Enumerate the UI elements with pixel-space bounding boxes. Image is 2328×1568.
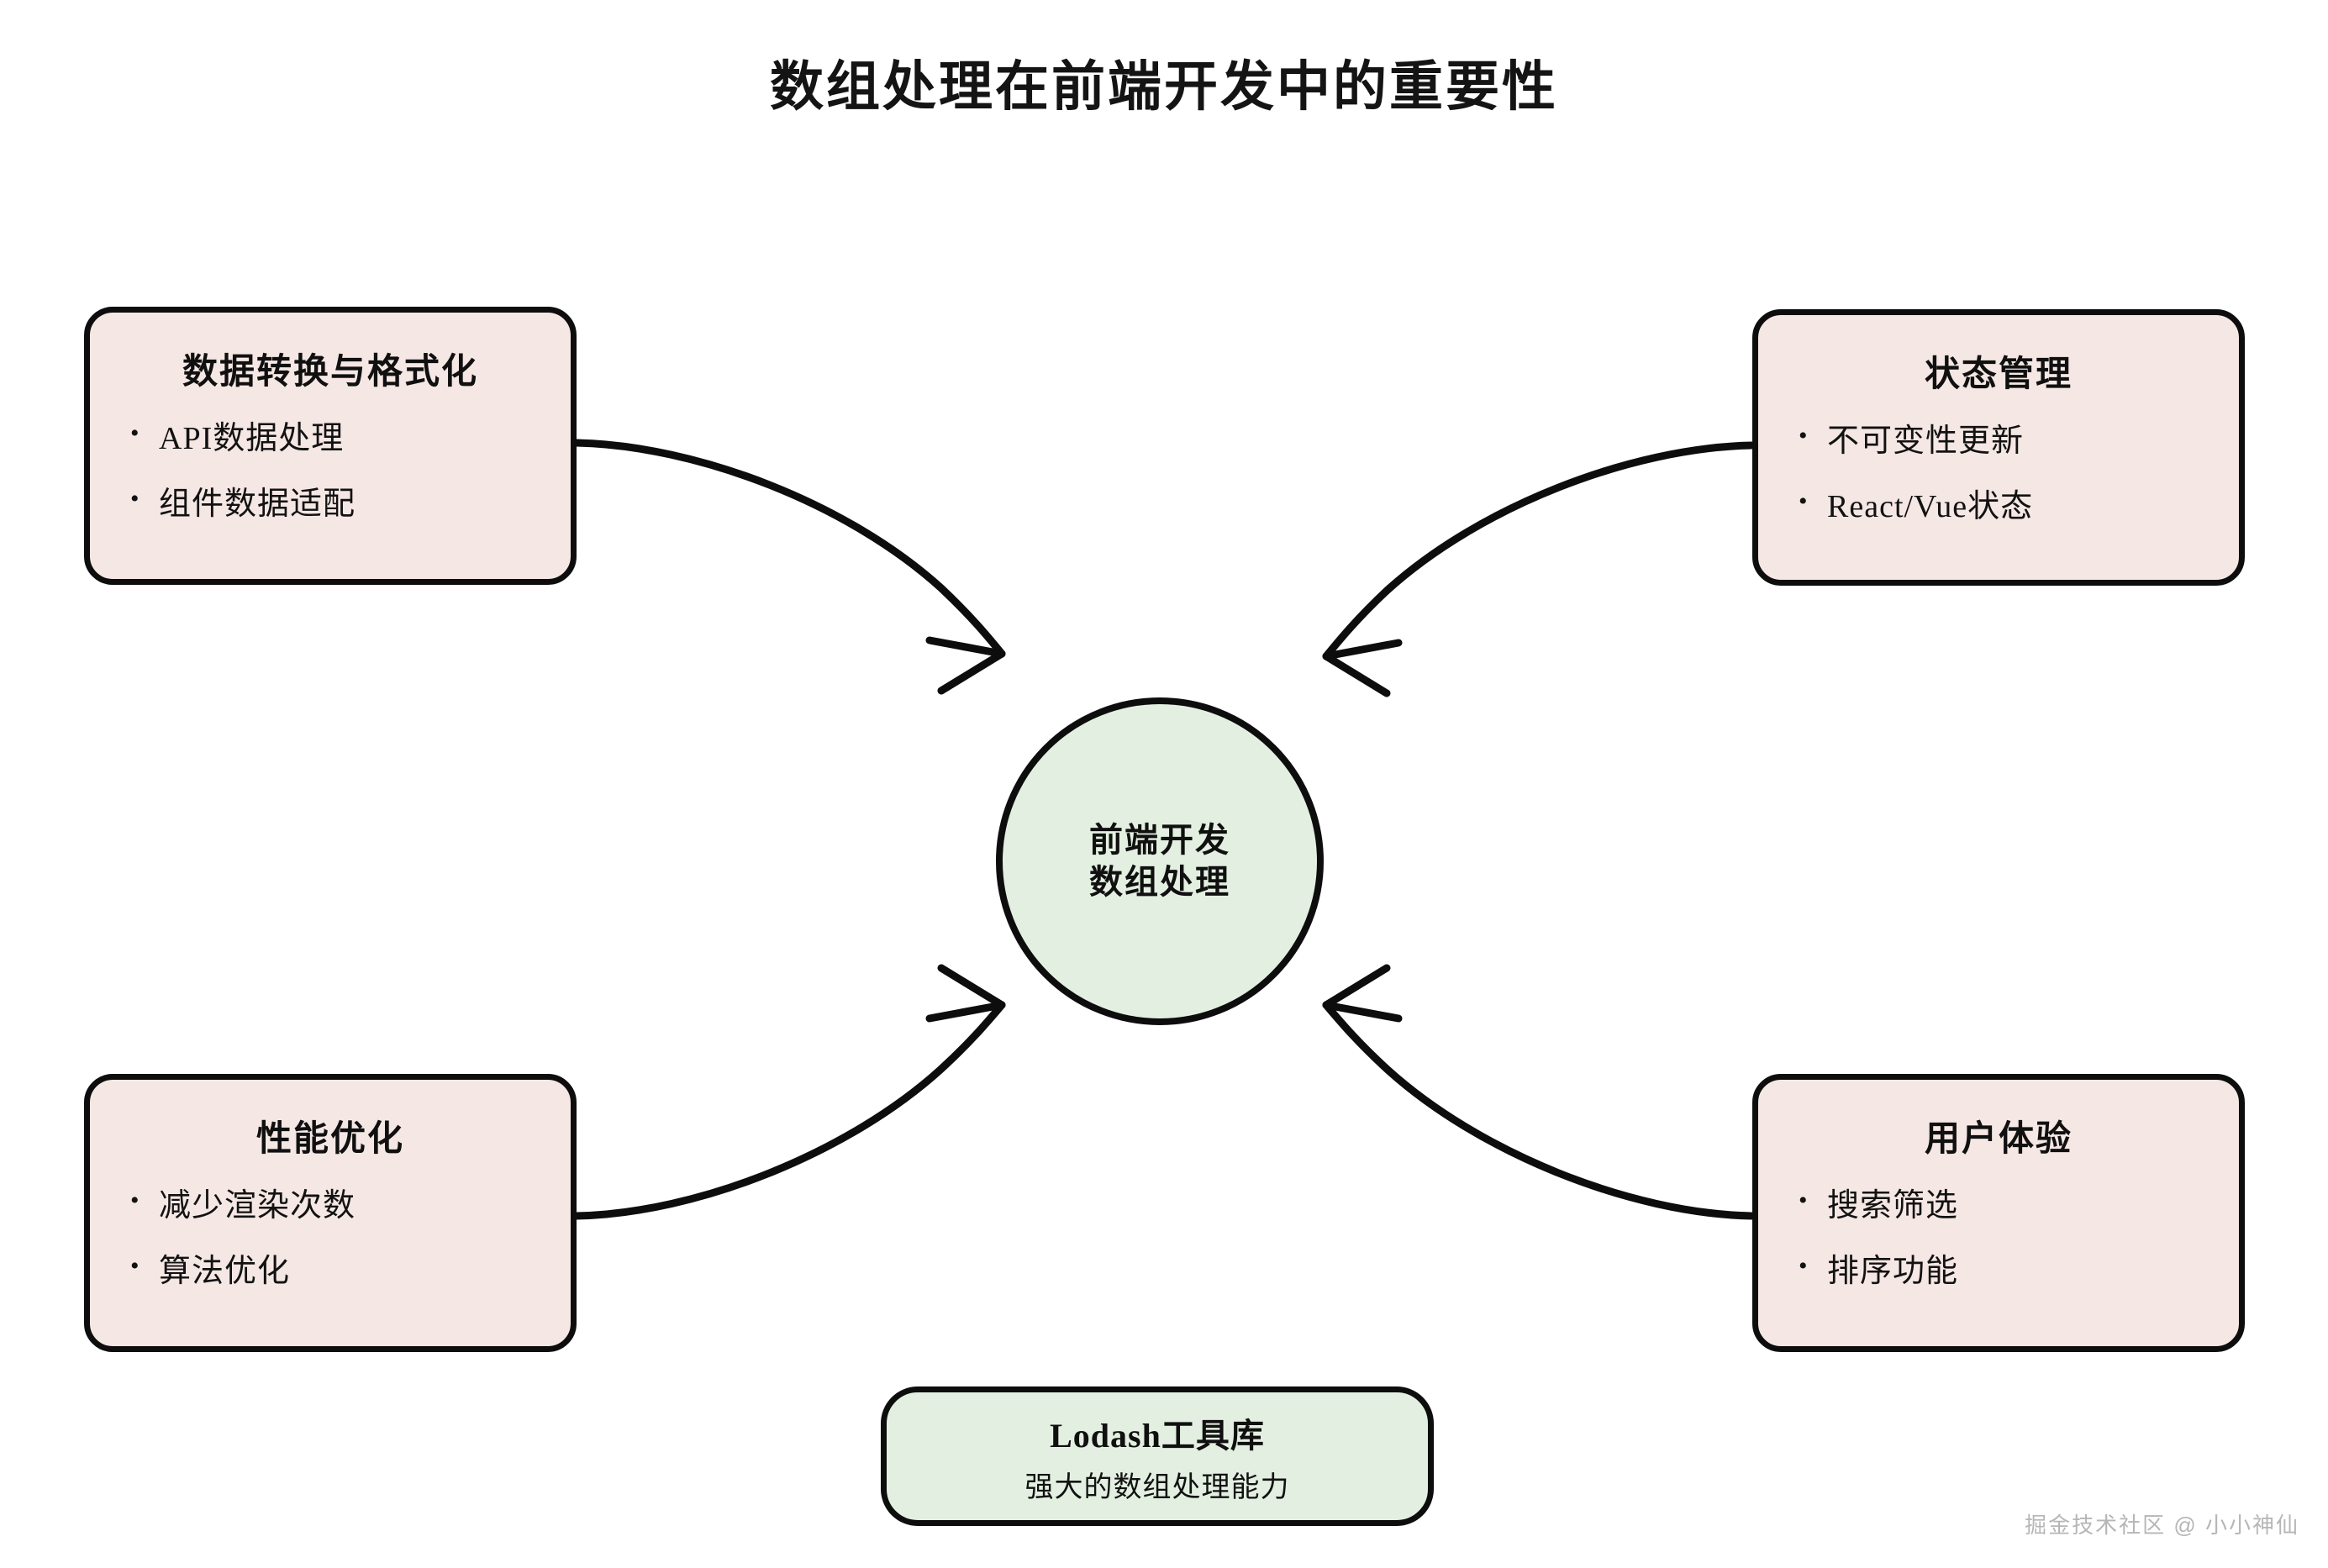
list-item: 组件数据适配: [130, 487, 571, 520]
node-user-experience-items: 搜索筛选 排序功能: [1758, 1188, 2239, 1287]
node-lodash[interactable]: Lodash工具库 强大的数组处理能力: [881, 1386, 1434, 1526]
list-item: API数据处理: [130, 421, 571, 455]
node-lodash-title: Lodash工具库: [1050, 1416, 1265, 1455]
list-item: 算法优化: [130, 1254, 571, 1287]
node-data-transform[interactable]: 数据转换与格式化 API数据处理 组件数据适配: [84, 307, 577, 585]
list-item: 排序功能: [1799, 1254, 2239, 1287]
node-performance[interactable]: 性能优化 减少渲染次数 算法优化: [84, 1074, 577, 1352]
center-node[interactable]: 前端开发 数组处理: [996, 697, 1324, 1025]
arrow-performance-to-center: [572, 964, 1006, 1220]
list-item: 减少渲染次数: [130, 1188, 571, 1222]
center-node-line1: 前端开发: [1089, 821, 1230, 859]
node-user-experience-title: 用户体验: [1924, 1120, 2073, 1159]
node-data-transform-title: 数据转换与格式化: [182, 353, 478, 392]
list-item: React/Vue状态: [1799, 489, 2239, 523]
node-performance-title: 性能优化: [255, 1120, 404, 1159]
node-lodash-subtitle: 强大的数组处理能力: [1024, 1471, 1290, 1503]
center-node-line2: 数组处理: [1089, 863, 1230, 901]
list-item: 不可变性更新: [1799, 424, 2239, 457]
node-data-transform-items: API数据处理 组件数据适配: [90, 421, 571, 520]
node-state-management-items: 不可变性更新 React/Vue状态: [1758, 424, 2239, 523]
watermark: 掘金技术社区 @ 小小神仙: [2025, 1513, 2299, 1538]
arrow-state-management-to-center: [1322, 441, 1756, 697]
node-state-management[interactable]: 状态管理 不可变性更新 React/Vue状态: [1752, 309, 2245, 586]
node-state-management-title: 状态管理: [1924, 355, 2073, 394]
arrow-user-experience-to-center: [1322, 964, 1756, 1220]
list-item: 搜索筛选: [1799, 1188, 2239, 1222]
node-user-experience[interactable]: 用户体验 搜索筛选 排序功能: [1752, 1074, 2245, 1352]
node-performance-items: 减少渲染次数 算法优化: [90, 1188, 571, 1287]
page-title: 数组处理在前端开发中的重要性: [770, 57, 1558, 117]
arrow-data-transform-to-center: [572, 439, 1006, 695]
